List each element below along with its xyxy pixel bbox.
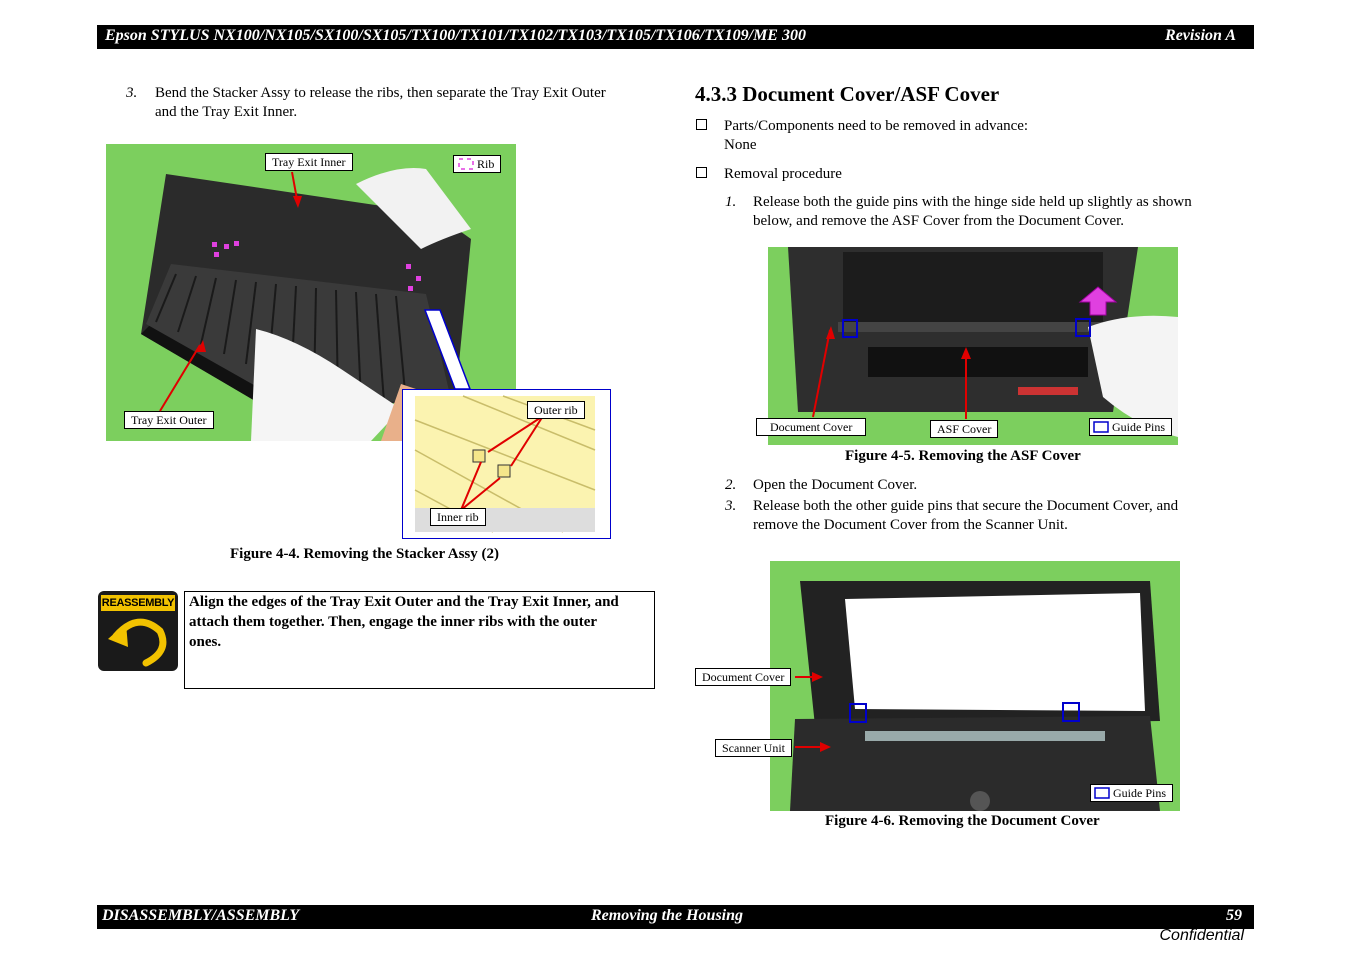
page-footer: DISASSEMBLY/ASSEMBLY Removing the Housin…: [97, 905, 1254, 929]
figure-4-6-caption: Figure 4-6. Removing the Document Cover: [825, 813, 1100, 830]
footer-section: Removing the Housing: [591, 907, 743, 925]
confidential-label: Confidential: [1160, 927, 1245, 945]
footer-chapter: DISASSEMBLY/ASSEMBLY: [102, 907, 299, 925]
page-number: 59: [1226, 907, 1242, 925]
